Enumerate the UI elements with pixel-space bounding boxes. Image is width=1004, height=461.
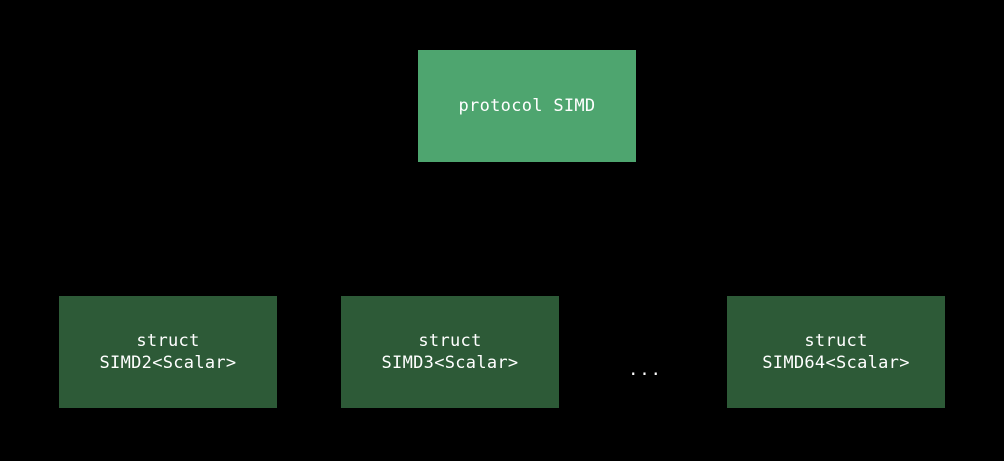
struct-simd64-name: SIMD64<Scalar>	[762, 353, 910, 373]
ellipsis-indicator: ...	[628, 360, 662, 380]
protocol-simd-box: protocol SIMD	[418, 50, 636, 162]
protocol-simd-label: protocol SIMD	[458, 96, 596, 116]
struct-simd3-box: struct SIMD3<Scalar>	[341, 296, 559, 408]
struct-simd2-name: SIMD2<Scalar>	[99, 353, 237, 373]
struct-keyword-label: struct	[804, 331, 868, 351]
struct-simd2-box: struct SIMD2<Scalar>	[59, 296, 277, 408]
struct-keyword-label: struct	[136, 331, 200, 351]
struct-simd3-name: SIMD3<Scalar>	[381, 353, 519, 373]
struct-keyword-label: struct	[418, 331, 482, 351]
struct-simd64-box: struct SIMD64<Scalar>	[727, 296, 945, 408]
